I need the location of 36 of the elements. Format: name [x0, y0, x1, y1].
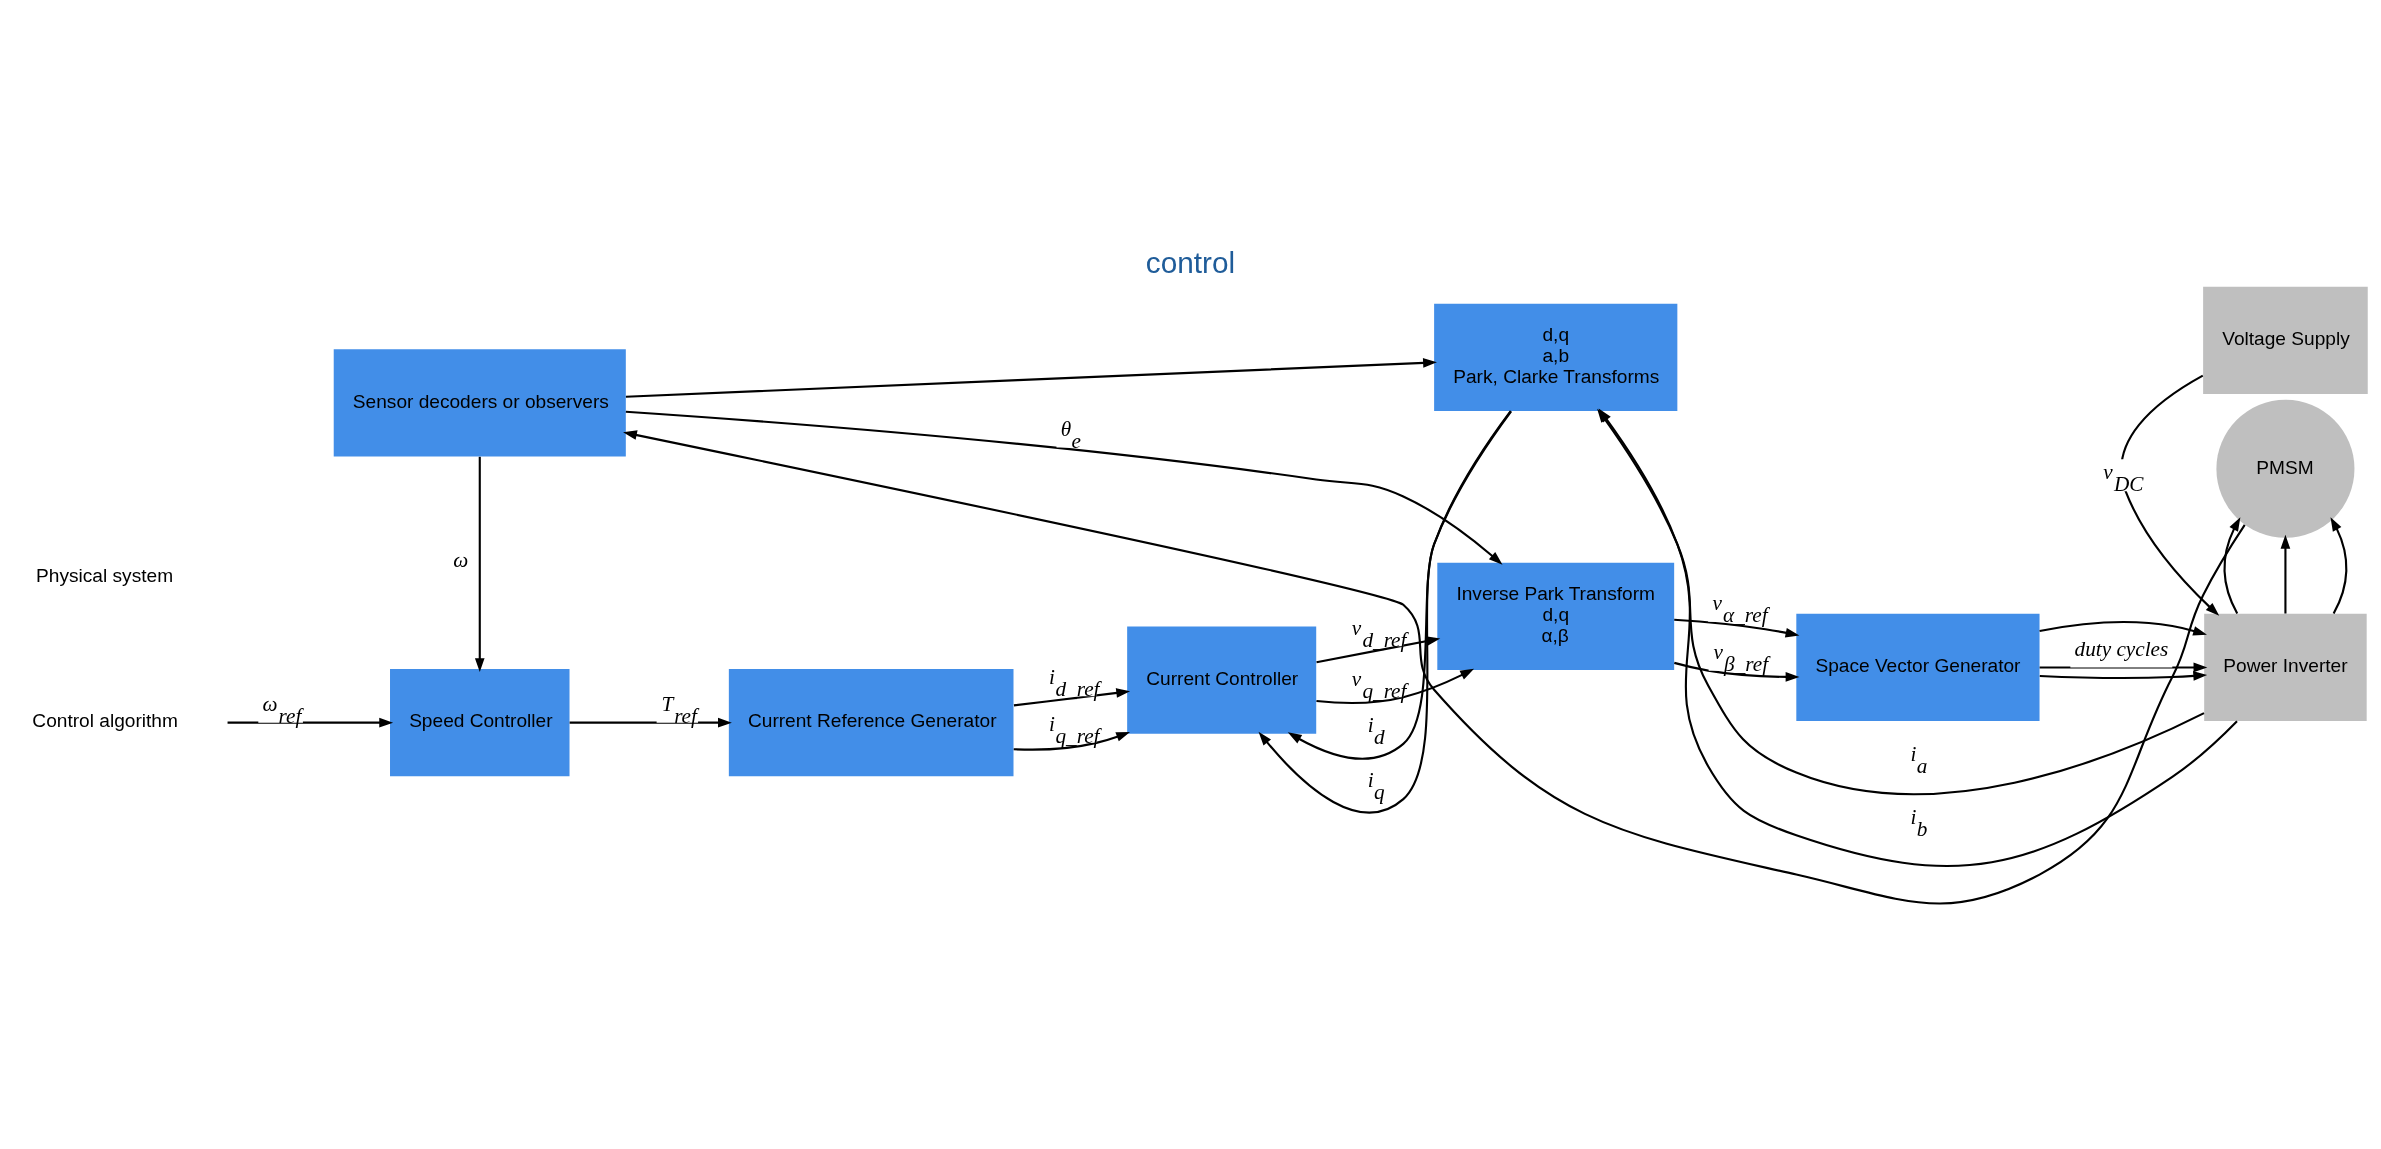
arrow	[2039, 662, 2208, 673]
arrow	[2280, 534, 2291, 614]
node-box: Power Inverter	[2204, 613, 2367, 722]
node-box: Current Controller	[1127, 626, 1317, 734]
arrow	[623, 430, 2246, 905]
node-box: Voltage Supply	[2203, 286, 2368, 394]
arrow	[227, 717, 394, 728]
edge-label: duty cycles	[2074, 636, 2169, 661]
node-circle: PMSM	[2216, 399, 2355, 538]
arrow	[2039, 671, 2208, 681]
arrow	[1316, 668, 1475, 704]
arrow	[2120, 374, 2220, 616]
arrow	[1674, 618, 1800, 638]
arrow	[1287, 410, 1512, 760]
node-box: Sensor decoders or observers	[333, 349, 626, 457]
label: Physical system	[36, 564, 174, 586]
node-box: Inverse Park Transform d,q α,β	[1437, 562, 1675, 671]
arrow	[2039, 620, 2207, 636]
arrow	[1316, 636, 1441, 664]
node-box: Current Reference Generator	[728, 669, 1014, 777]
node-box: d,q a,b Park, Clarke Transforms	[1434, 303, 1678, 411]
arrow	[625, 410, 1503, 565]
node-box: Space Vector Generator	[1796, 613, 2040, 722]
arrow	[2223, 517, 2241, 614]
arrow	[474, 456, 485, 672]
node-box: Speed Controller	[390, 669, 570, 777]
diagram-title: control	[1145, 246, 1236, 280]
arrow	[2330, 517, 2348, 614]
arrow	[1674, 661, 1800, 682]
edge-label: ω	[453, 548, 469, 573]
label: Control algorithm	[32, 710, 178, 732]
arrow	[1258, 410, 1512, 814]
arrow	[625, 358, 1437, 398]
arrow	[1013, 731, 1131, 751]
arrow	[569, 717, 732, 728]
arrow	[1013, 688, 1131, 707]
